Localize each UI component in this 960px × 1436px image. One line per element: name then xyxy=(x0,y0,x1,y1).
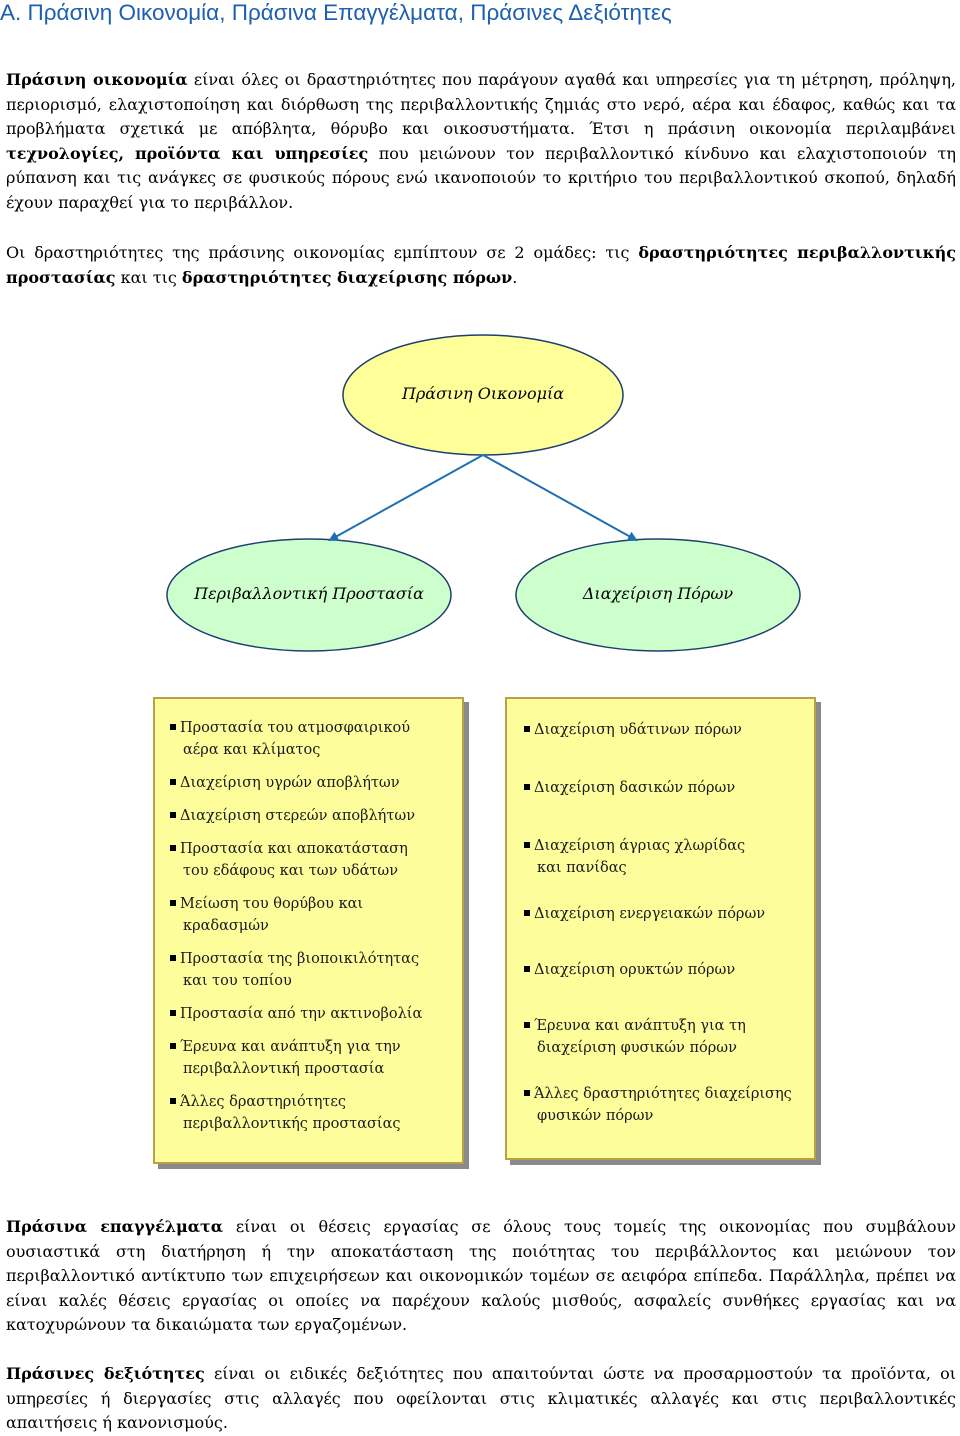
list-item-line: Προστασία και αποκατάσταση xyxy=(180,841,408,857)
paragraph-text: που μειώνουν τον περιβαλλοντικό κίνδυνο … xyxy=(6,143,956,212)
list-item-line: περιβαλλοντικής προστασίας xyxy=(183,1116,401,1132)
term-resource-management: δραστηριότητες διαχείρισης πόρων xyxy=(181,267,513,287)
environmental-protection-box: Προστασία του ατμοσφαιρικού αέρα και κλίμ… xyxy=(153,697,464,1164)
paragraph-text: είναι οι θέσεις εργασίας σε όλους τους τ… xyxy=(6,1217,956,1334)
list-item: Διαχείριση υγρών αποβλήτων xyxy=(170,772,458,794)
paragraph-text: είναι οι ειδικές δεξιότητες που απαιτούν… xyxy=(6,1364,956,1432)
list-item-line: του εδάφους και των υδάτων xyxy=(183,863,399,879)
list-item-line: Διαχείριση δασικών πόρων xyxy=(534,780,736,796)
list-item-line: Άλλες δραστηριότητες διαχείρισης xyxy=(534,1086,792,1102)
square-bullet-icon xyxy=(170,900,176,906)
list-item: Προστασία από την ακτινοβολία xyxy=(170,1003,458,1025)
intro-paragraph-green-economy: Πράσινη οικονομία είναι όλες οι δραστηρι… xyxy=(6,68,956,215)
list-item-line: Άλλες δραστηριότητες xyxy=(180,1094,347,1110)
list-item: Διαχείριση δασικών πόρων xyxy=(524,777,810,799)
list-item-line: Διαχείριση ορυκτών πόρων xyxy=(534,962,736,978)
list-item: Μείωση του θορύβου και κραδασμών xyxy=(170,893,458,937)
list-item-line: Έρευνα και ανάπτυξη για τη xyxy=(534,1018,746,1034)
term-environmental-protection: δραστηριότητες περιβαλλοντικής προστασία… xyxy=(6,243,957,287)
paragraph-text: Οι δραστηριότητες της πράσινης οικονομία… xyxy=(6,243,639,262)
list-item: Διαχείριση ορυκτών πόρων xyxy=(524,959,810,981)
list-item: Διαχείριση υδάτινων πόρων xyxy=(524,719,810,741)
list-item-line: Διαχείριση υγρών αποβλήτων xyxy=(180,775,400,791)
paragraph-text: είναι όλες οι δραστηριότητες που παράγου… xyxy=(6,70,956,138)
environmental-protection-list: Προστασία του ατμοσφαιρικού αέρα και κλίμ… xyxy=(170,717,458,1135)
arrow-to-resource-management xyxy=(482,454,638,541)
square-bullet-icon xyxy=(170,724,176,730)
list-item-line: κραδασμών xyxy=(183,918,269,934)
list-item-line: φυσικών πόρων xyxy=(537,1108,654,1124)
list-item-line: Προστασία της βιοποικιλότητας xyxy=(180,951,420,967)
diagram-connectors xyxy=(166,334,801,652)
list-item-line: Διαχείριση στερεών αποβλήτων xyxy=(180,808,416,824)
square-bullet-icon xyxy=(170,779,176,785)
list-item: Προστασία του ατμοσφαιρικού αέρα και κλίμ… xyxy=(170,717,458,761)
node-environmental-protection: Περιβαλλοντική Προστασία xyxy=(194,584,424,603)
square-bullet-icon xyxy=(170,1010,176,1016)
square-bullet-icon xyxy=(170,955,176,961)
list-item: Προστασία της βιοποικιλότητας και του τοπ… xyxy=(170,948,458,992)
intro-paragraph-groups: Οι δραστηριότητες της πράσινης οικονομία… xyxy=(6,241,956,290)
green-jobs-paragraph: Πράσινα επαγγέλματα είναι οι θέσεις εργα… xyxy=(6,1215,956,1338)
node-resource-management: Διαχείριση Πόρων xyxy=(582,584,734,603)
list-item-line: Έρευνα και ανάπτυξη για την xyxy=(180,1039,401,1055)
list-item-line: Μείωση του θορύβου και xyxy=(180,896,364,912)
square-bullet-icon xyxy=(170,1098,176,1104)
list-item-line: και του τοπίου xyxy=(183,973,292,989)
list-item: Άλλες δραστηριότητες διαχείρισης φυσικών … xyxy=(524,1083,810,1127)
list-item: Άλλες δραστηριότητες περιβαλλοντικής προσ… xyxy=(170,1091,458,1135)
right-node-ellipse xyxy=(515,538,801,652)
list-item-line: Διαχείριση άγριας χλωρίδας xyxy=(534,838,746,854)
list-item-line: Διαχείριση υδάτινων πόρων xyxy=(534,722,742,738)
arrow-to-environmental-protection xyxy=(328,454,484,541)
list-item: Έρευνα και ανάπτυξη για την περιβαλλοντικ… xyxy=(170,1036,458,1080)
square-bullet-icon xyxy=(524,1090,530,1096)
term-green-economy: Πράσινη οικονομία xyxy=(6,70,188,89)
list-item: Προστασία και αποκατάσταση του εδάφους κα… xyxy=(170,838,458,882)
list-item-line: Διαχείριση ενεργειακών πόρων xyxy=(534,906,766,922)
square-bullet-icon xyxy=(524,1022,530,1028)
term-green-skills: Πράσινες δεξιότητες xyxy=(6,1364,205,1383)
square-bullet-icon xyxy=(524,966,530,972)
left-node-ellipse xyxy=(166,538,452,652)
list-item-line: διαχείριση φυσικών πόρων xyxy=(537,1040,737,1056)
term-green-jobs: Πράσινα επαγγέλματα xyxy=(6,1217,224,1236)
list-item-line: Προστασία από την ακτινοβολία xyxy=(180,1006,423,1022)
square-bullet-icon xyxy=(524,842,530,848)
list-item: Διαχείριση στερεών αποβλήτων xyxy=(170,805,458,827)
page-title: Α. Πράσινη Οικονομία, Πράσινα Επαγγέλματ… xyxy=(0,0,672,25)
term-technologies: τεχνολογίες, προϊόντα και υπηρεσίες xyxy=(6,143,369,163)
green-skills-paragraph: Πράσινες δεξιότητες είναι οι ειδικές δεξ… xyxy=(6,1362,956,1436)
square-bullet-icon xyxy=(170,845,176,851)
paragraph-text: και τις xyxy=(115,267,182,287)
list-item-line: και πανίδας xyxy=(537,860,627,876)
node-green-economy: Πράσινη Οικονομία xyxy=(401,384,565,403)
list-item-line: αέρα και κλίματος xyxy=(183,742,321,758)
list-item-line: περιβαλλοντική προστασία xyxy=(183,1061,385,1077)
square-bullet-icon xyxy=(524,784,530,790)
list-item: Διαχείριση ενεργειακών πόρων xyxy=(524,903,810,925)
square-bullet-icon xyxy=(524,726,530,732)
square-bullet-icon xyxy=(524,910,530,916)
paragraph-text: . xyxy=(512,267,518,287)
square-bullet-icon xyxy=(170,812,176,818)
list-item-line: Προστασία του ατμοσφαιρικού xyxy=(180,720,411,736)
list-item: Διαχείριση άγριας χλωρίδας και πανίδας xyxy=(524,835,810,879)
square-bullet-icon xyxy=(170,1043,176,1049)
list-item: Έρευνα και ανάπτυξη για τη διαχείριση φυσ… xyxy=(524,1015,810,1059)
